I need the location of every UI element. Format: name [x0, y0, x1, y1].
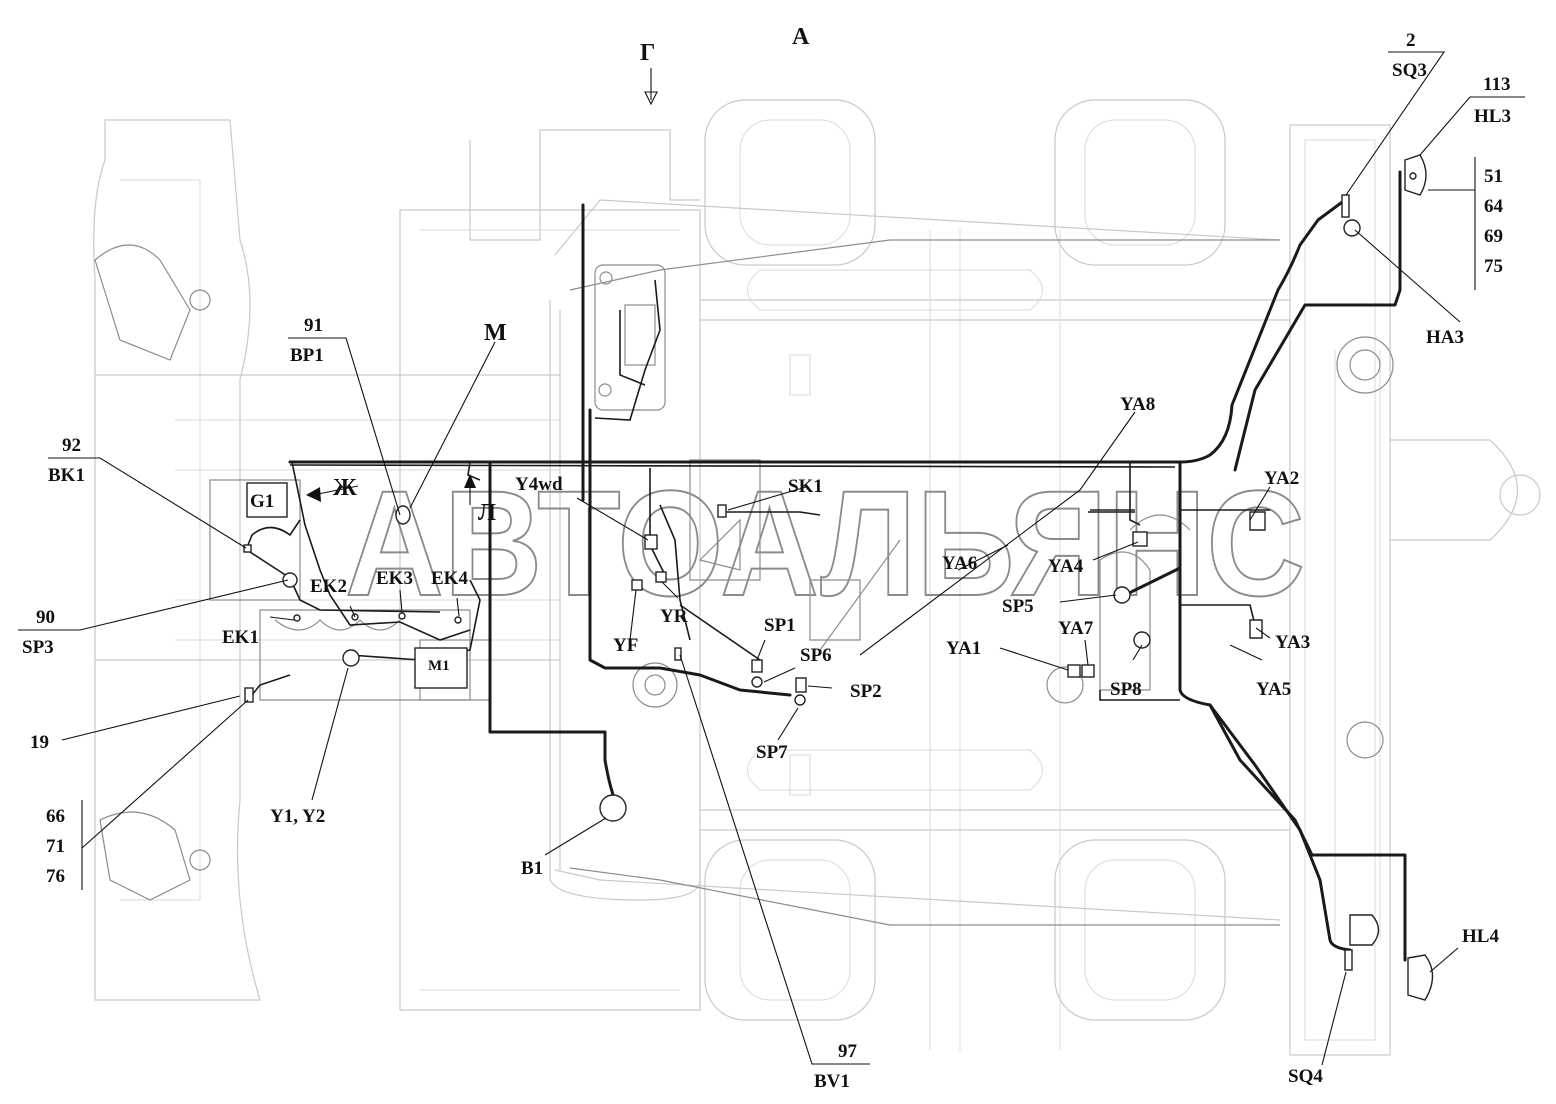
stack-19-item: 71 — [46, 836, 65, 857]
label-ek3: EK3 — [376, 568, 413, 589]
view-label-l: Л — [478, 500, 496, 526]
ek4-heater — [454, 616, 462, 624]
label-y4wd: Y4wd — [515, 474, 563, 495]
label-yf: YF — [613, 635, 638, 656]
label-g1: G1 — [250, 491, 274, 512]
callout-pos: 113 — [1483, 74, 1510, 95]
label-ya4: YA4 — [1048, 556, 1084, 577]
sp5-sensor — [1113, 586, 1131, 604]
callout-ref: HL3 — [1474, 106, 1511, 127]
background-chassis — [93, 99, 1541, 1056]
sp3-sensor — [282, 572, 298, 588]
label-ya3: YA3 — [1275, 632, 1310, 653]
ya7-valve — [1081, 664, 1095, 678]
ya3-valve — [1249, 619, 1263, 639]
ya1-valve — [1067, 664, 1081, 678]
sk1-sensor — [717, 504, 727, 518]
connector-19 — [244, 687, 254, 703]
label-y1y2: Y1, Y2 — [270, 806, 325, 827]
label-sp7: SP7 — [756, 742, 788, 763]
ya2-valve — [1249, 511, 1266, 531]
sq3-switch — [1341, 194, 1350, 218]
label-ha3: HA3 — [1426, 327, 1464, 348]
callout-ref: BK1 — [48, 465, 85, 486]
yf-valve — [631, 579, 643, 591]
view-label-m: M — [484, 320, 507, 346]
label-b1: B1 — [521, 858, 543, 879]
label-hl4: HL4 — [1462, 926, 1499, 947]
label-sk1: SK1 — [788, 476, 823, 497]
sp7-sensor — [794, 694, 806, 706]
stack-hl3-item: 64 — [1484, 196, 1504, 217]
callout-pos: 97 — [838, 1041, 858, 1062]
stack-hl3-item: 75 — [1484, 256, 1503, 277]
label-ya5: YA5 — [1256, 679, 1291, 700]
callout-pos: 92 — [62, 435, 81, 456]
label-19: 19 — [30, 732, 49, 753]
sq4-light — [1349, 914, 1380, 946]
g1-generator — [246, 482, 288, 518]
ha3-horn — [1343, 219, 1361, 237]
label-sp5: SP5 — [1002, 596, 1034, 617]
y4wd-valve — [644, 534, 658, 550]
callout-ref: SQ3 — [1392, 60, 1427, 81]
label-sp8: SP8 — [1110, 679, 1142, 700]
sp2-sensor — [795, 677, 807, 693]
ek1-heater — [293, 614, 301, 622]
view-label-zh: Ж — [333, 475, 357, 501]
label-ek2: EK2 — [310, 576, 347, 597]
bk1-sensor — [243, 544, 252, 553]
bv1-sensor — [674, 647, 682, 661]
labels: A Г M Ж Л 2 SQ3 113 HL3 91 BP1 92 BK1 90… — [22, 24, 1511, 1092]
sp8-sensor — [1133, 631, 1151, 649]
label-ek4: EK4 — [431, 568, 468, 589]
callout-ref: SP3 — [22, 637, 54, 658]
stack-19-item: 66 — [46, 806, 65, 827]
label-sp1: SP1 — [764, 615, 796, 636]
callout-ref: BV1 — [814, 1071, 850, 1092]
bp1-sensor — [395, 505, 411, 525]
sp1-sensor — [751, 659, 763, 673]
leader-lines — [18, 51, 1525, 1066]
label-ya8: YA8 — [1120, 394, 1155, 415]
b1-sensor — [599, 794, 627, 822]
label-sq4: SQ4 — [1288, 1066, 1323, 1087]
label-ya1: YA1 — [946, 638, 981, 659]
sp6-sensor — [751, 676, 763, 688]
stack-hl3-item: 51 — [1484, 166, 1503, 187]
label-sp6: SP6 — [800, 645, 832, 666]
label-ek1: EK1 — [222, 627, 259, 648]
label-yr: YR — [660, 606, 688, 627]
callout-pos: 90 — [36, 607, 55, 628]
callout-pos: 2 — [1406, 30, 1416, 51]
label-m1: M1 — [428, 658, 450, 674]
engine-parts — [209, 264, 1191, 708]
m1-starter — [414, 647, 468, 689]
ek3-heater — [398, 612, 406, 620]
label-ya2: YA2 — [1264, 468, 1299, 489]
callout-pos: 91 — [304, 315, 323, 336]
view-label-a: A — [792, 24, 810, 50]
label-ya7: YA7 — [1058, 618, 1094, 639]
stack-hl3-item: 69 — [1484, 226, 1503, 247]
y1y2-valve — [342, 649, 360, 667]
ya4-valve — [1132, 531, 1148, 547]
label-sp2: SP2 — [850, 681, 882, 702]
hl4-lamp — [1407, 954, 1434, 1001]
stack-19-item: 76 — [46, 866, 65, 887]
yr-valve — [655, 571, 667, 583]
callout-ref: BP1 — [290, 345, 324, 366]
label-ya6: YA6 — [942, 553, 977, 574]
sq4-switch — [1344, 949, 1353, 971]
view-label-g: Г — [640, 40, 655, 66]
